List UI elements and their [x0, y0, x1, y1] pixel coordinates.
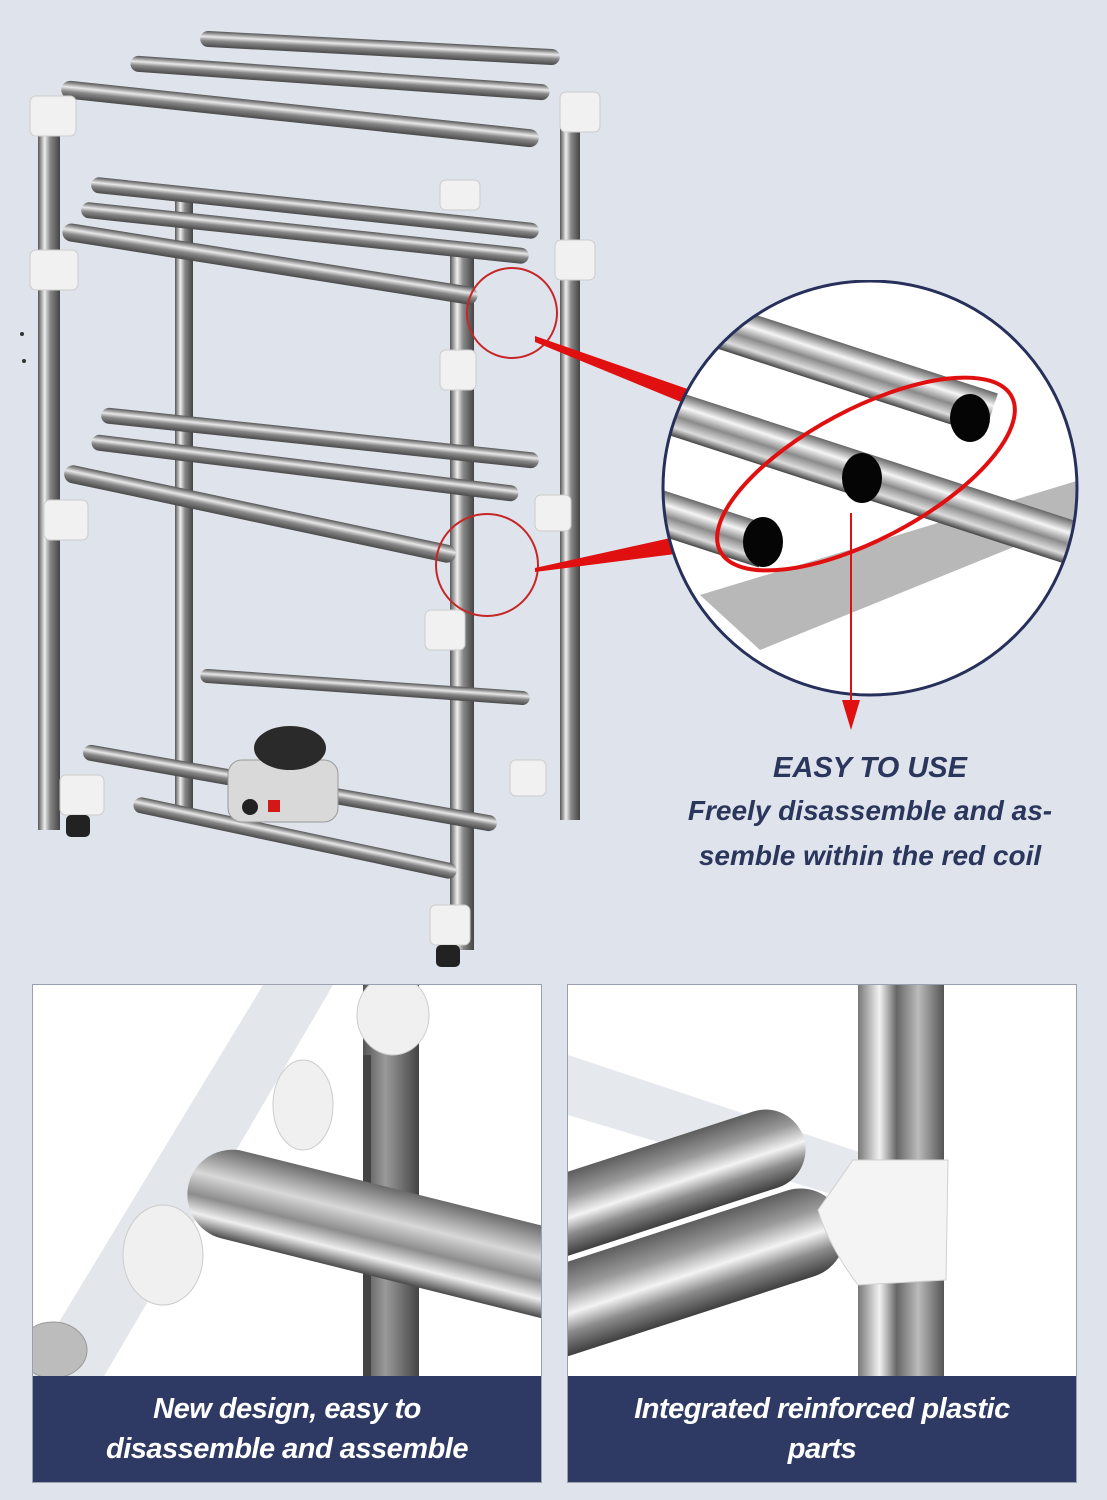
shelf-third — [43, 407, 572, 651]
caption-left: New design, easy to disassemble and asse… — [33, 1376, 541, 1482]
rack-illustration — [20, 30, 601, 967]
callout-title: EASY TO USE — [773, 752, 967, 784]
callout-line-1: Freely disassemble and as- — [687, 795, 1053, 826]
caption-right-line-1: Integrated reinforced plastic — [634, 1393, 1010, 1425]
caption-right-line-2: parts — [787, 1433, 857, 1465]
red-coil-ellipse — [715, 375, 1017, 573]
caption-right: Integrated reinforced plastic parts — [568, 1376, 1076, 1482]
caption-left-line-2: disassemble and assemble — [106, 1433, 468, 1465]
caption-left-line-1: New design, easy to — [153, 1393, 421, 1425]
detail-panel-right: Integrated reinforced plastic parts — [567, 984, 1077, 1483]
highlight-circle-lower — [435, 513, 539, 617]
joint-closeup-left — [33, 985, 541, 1379]
joint-closeup-right — [568, 985, 949, 1378]
arrow-down-icon — [842, 700, 860, 730]
callout-line-2: semble within the red coil — [698, 840, 1042, 871]
detail-panel-left: New design, easy to disassemble and asse… — [32, 984, 542, 1483]
magnified-detail-callout — [535, 280, 1079, 730]
highlight-circle-upper — [466, 267, 558, 359]
shelf-second — [29, 177, 596, 391]
shelf-top — [29, 30, 601, 211]
heater-device — [227, 726, 339, 823]
